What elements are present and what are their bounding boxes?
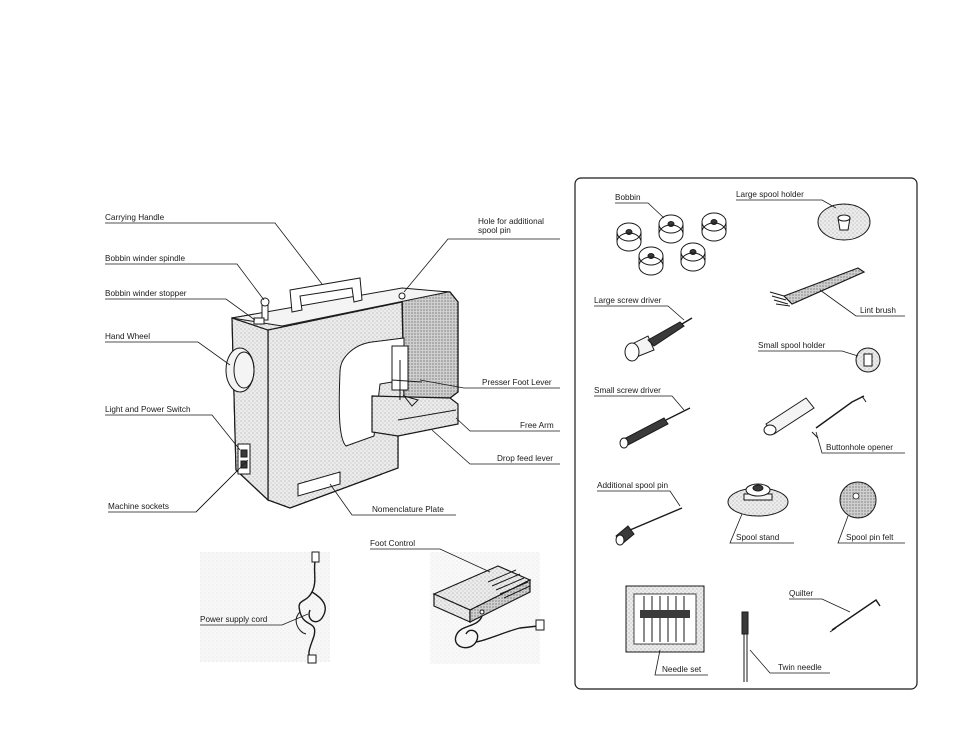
label-bobbin: Bobbin <box>615 193 641 202</box>
label-needle-set: Needle set <box>662 665 702 674</box>
label-spool-stand: Spool stand <box>736 533 780 542</box>
label-foot-control: Foot Control <box>370 539 415 548</box>
large-spool-holder-illustration <box>817 203 871 241</box>
power-supply-cord-illustration <box>200 551 330 664</box>
sewing-machine-illustration <box>225 277 459 509</box>
label-hand-wheel: Hand Wheel <box>105 332 150 341</box>
label-power-supply-cord: Power supply cord <box>200 615 268 624</box>
label-additional-spool-pin: Additional spool pin <box>597 481 668 490</box>
lint-brush-illustration <box>769 267 866 307</box>
label-drop-feed-lever: Drop feed lever <box>497 454 553 463</box>
label-hole-spool-pin-1: Hole for additional <box>478 217 544 226</box>
label-carrying-handle: Carrying Handle <box>105 213 165 222</box>
label-free-arm: Free Arm <box>520 421 554 430</box>
additional-spool-pin-illustration <box>615 507 683 546</box>
label-twin-needle: Twin needle <box>778 663 822 672</box>
bobbin-illustration <box>616 212 727 276</box>
spool-pin-felt-illustration <box>839 481 877 519</box>
label-spool-pin-felt: Spool pin felt <box>846 533 894 542</box>
needle-set-illustration <box>625 585 705 653</box>
label-large-screw-driver: Large screw driver <box>594 296 662 305</box>
label-small-spool-holder: Small spool holder <box>758 341 826 350</box>
label-quilter: Quilter <box>789 589 813 598</box>
buttonhole-opener-illustration <box>763 395 867 439</box>
label-presser-foot-lever: Presser Foot Lever <box>482 378 552 387</box>
small-screw-driver-illustration <box>619 407 691 449</box>
label-nomenclature-plate: Nomenclature Plate <box>372 505 444 514</box>
large-screw-driver-illustration <box>624 317 693 362</box>
label-buttonhole-opener: Buttonhole opener <box>826 443 893 452</box>
label-light-power-switch: Light and Power Switch <box>105 405 191 414</box>
label-bobbin-winder-stopper: Bobbin winder stopper <box>105 289 187 298</box>
label-small-screw-driver: Small screw driver <box>594 386 661 395</box>
foot-control-illustration <box>430 552 545 664</box>
twin-needle-illustration <box>741 611 749 682</box>
label-machine-sockets: Machine sockets <box>108 502 169 511</box>
spool-stand-illustration <box>727 483 789 517</box>
label-lint-brush: Lint brush <box>860 306 896 315</box>
small-spool-holder-illustration <box>855 347 881 373</box>
quilter-illustration <box>829 599 881 633</box>
label-hole-spool-pin-2: spool pin <box>478 226 511 235</box>
label-large-spool-holder: Large spool holder <box>736 190 804 199</box>
label-bobbin-winder-spindle: Bobbin winder spindle <box>105 254 186 263</box>
